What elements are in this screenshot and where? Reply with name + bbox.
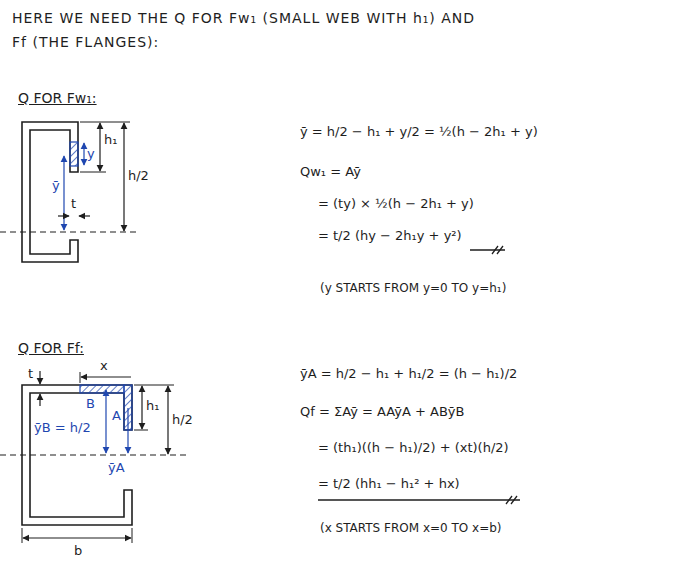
channel-section-2 bbox=[0, 371, 190, 543]
equation: = t/2 (hh₁ − h₁² + hx) bbox=[318, 476, 460, 492]
channel-section-1 bbox=[0, 122, 140, 262]
dimension-label: h₁ bbox=[146, 398, 159, 414]
centroid-symbol: ȳB = h/2 bbox=[34, 420, 91, 436]
equation: Qf = ΣAȳ = AAȳA + ABȳB bbox=[300, 404, 464, 420]
dimension-label: t bbox=[71, 196, 76, 212]
dimension-label: h₁ bbox=[104, 132, 117, 148]
centroid-symbol: ȳ bbox=[52, 178, 60, 194]
dimension-label: b bbox=[74, 543, 82, 559]
dimension-label: x bbox=[100, 358, 108, 374]
equation: = (ty) × ½(h − 2h₁ + y) bbox=[318, 196, 474, 212]
equation: = t/2 (hy − 2h₁y + y²) bbox=[318, 228, 462, 244]
equation: ȳ = h/2 − h₁ + y/2 = ½(h − 2h₁ + y) bbox=[300, 124, 538, 140]
equation: ȳA = h/2 − h₁ + h₁/2 = (h − h₁)/2 bbox=[300, 366, 517, 382]
equation: Qw₁ = Aȳ bbox=[300, 164, 361, 180]
note: (y STARTS FROM y=0 TO y=h₁) bbox=[320, 280, 506, 296]
area-label: A bbox=[112, 408, 121, 424]
area-label: B bbox=[86, 396, 95, 412]
dimension-label: h/2 bbox=[128, 168, 149, 184]
dimension-label: y bbox=[87, 146, 95, 162]
dimension-label: h/2 bbox=[172, 412, 193, 428]
equation: = (th₁)((h − h₁)/2) + (xt)(h/2) bbox=[318, 440, 509, 456]
note: (x STARTS FROM x=0 TO x=b) bbox=[320, 520, 502, 536]
centroid-symbol: ȳA bbox=[108, 460, 125, 476]
dimension-label: t bbox=[28, 366, 33, 382]
section-heading: Q FOR Ff: bbox=[18, 340, 84, 356]
section-heading: Q FOR Fw₁: bbox=[18, 90, 97, 106]
page-heading: HERE WE NEED THE Q FOR Fw₁ (SMALL WEB WI… bbox=[12, 6, 482, 54]
